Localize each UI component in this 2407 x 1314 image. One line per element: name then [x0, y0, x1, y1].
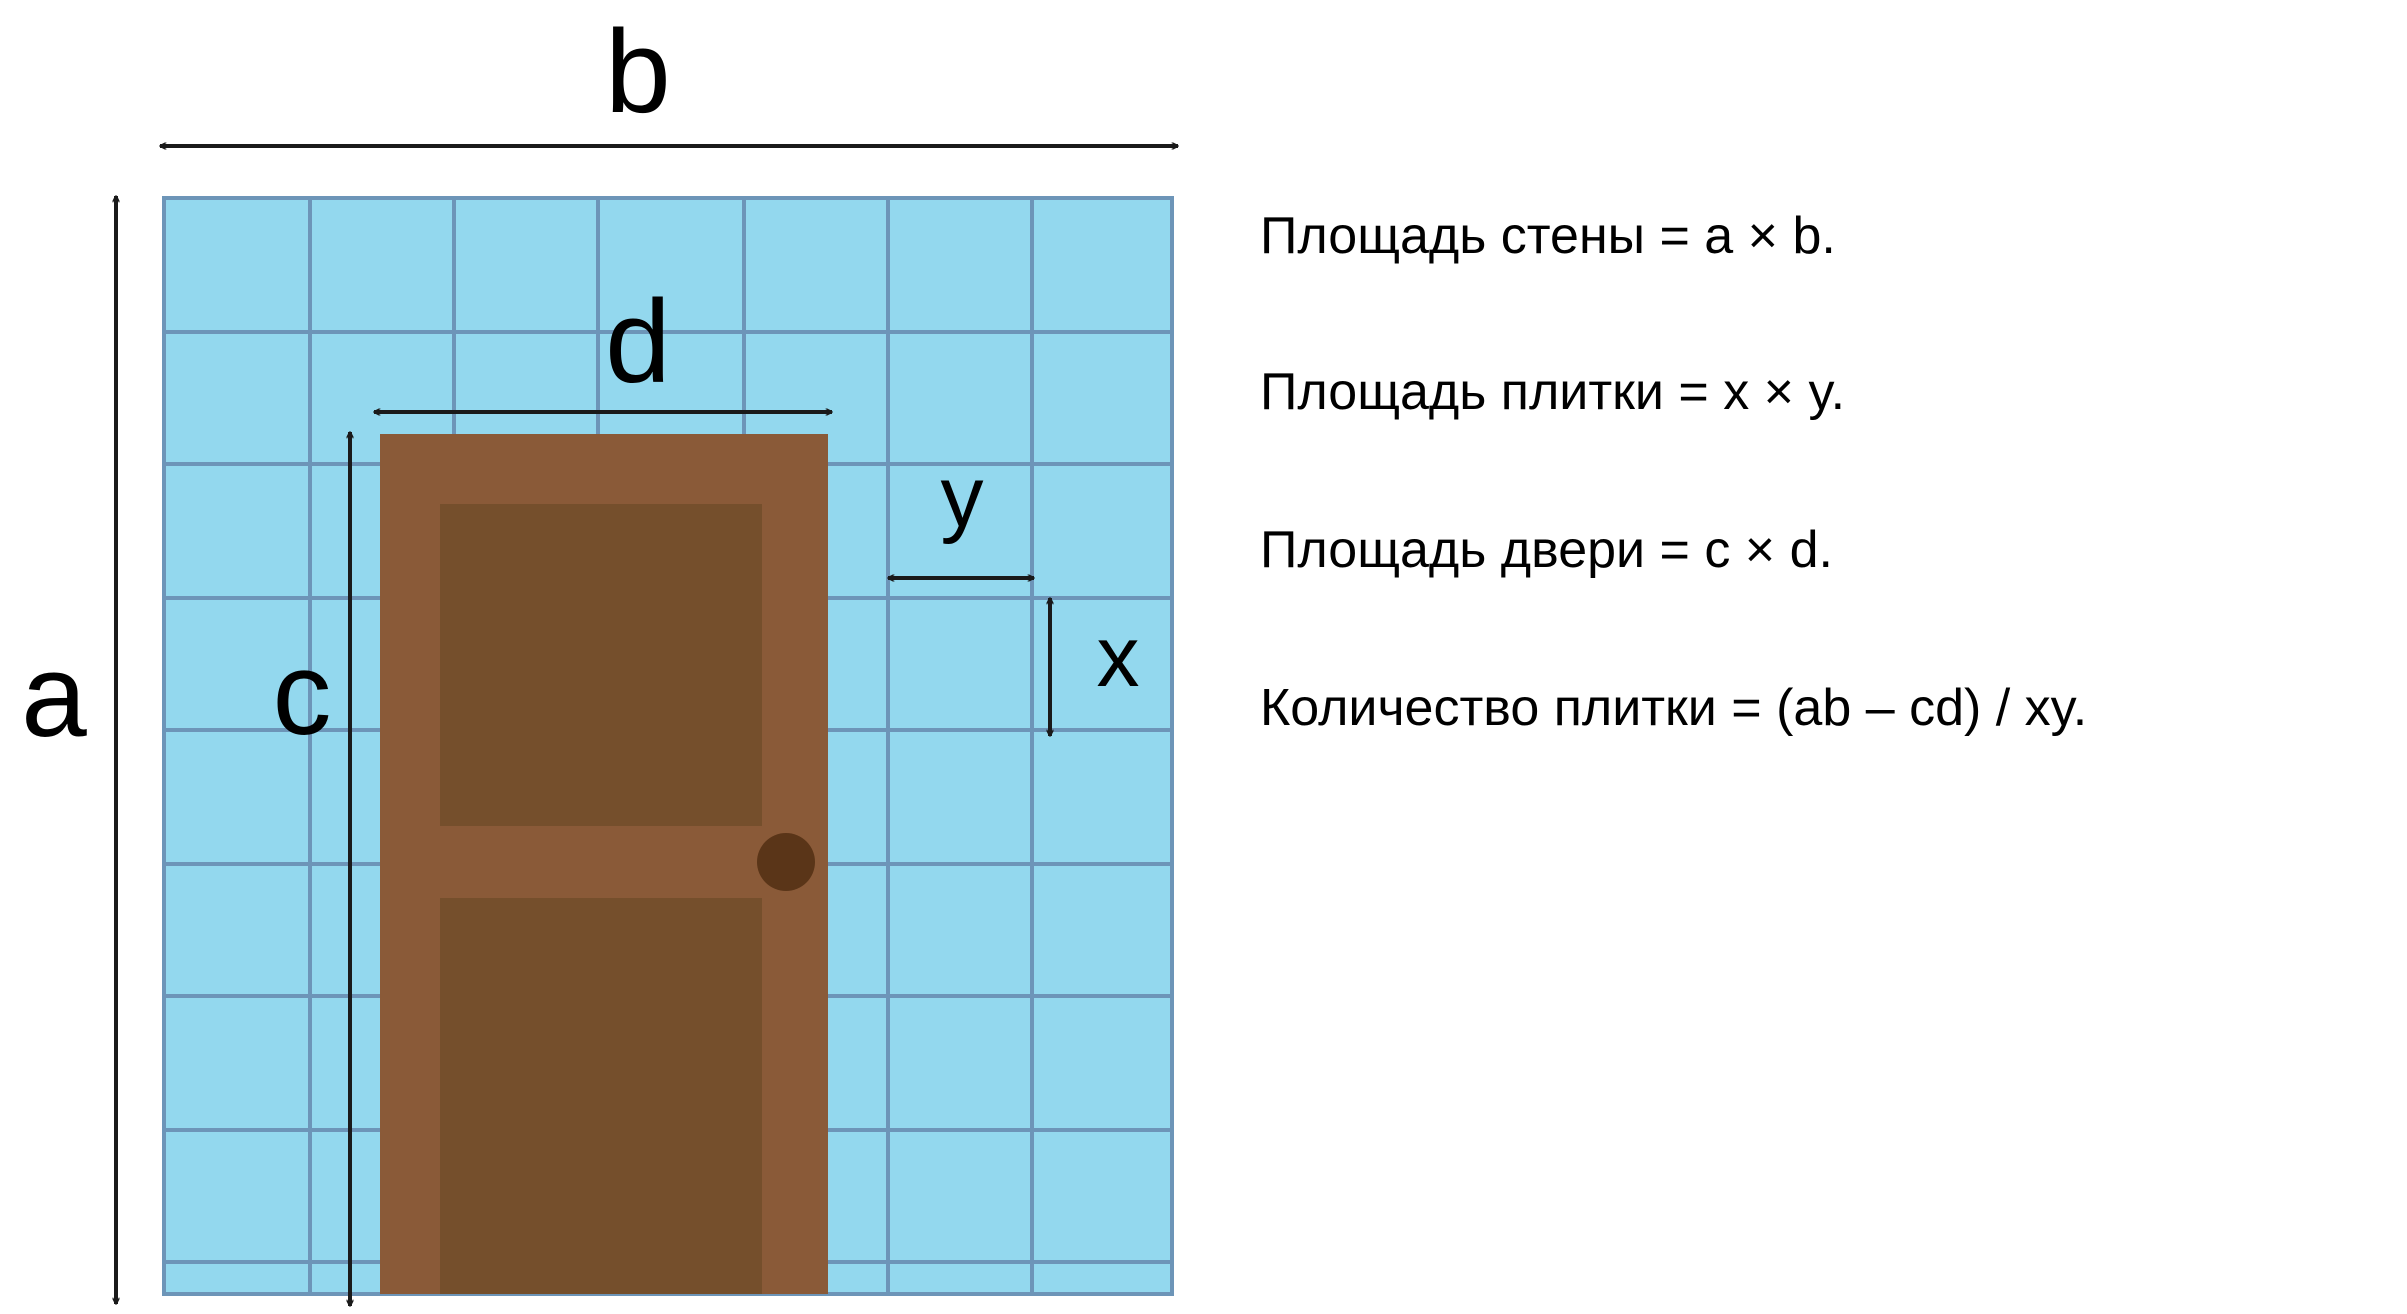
- door-upper-panel: [440, 504, 762, 826]
- label-x: x: [1097, 609, 1140, 705]
- door-knob: [757, 833, 815, 891]
- formula-door-area: Площадь двери = c × d.: [1260, 521, 1833, 579]
- label-c: c: [273, 628, 332, 760]
- label-b: b: [605, 6, 671, 138]
- door: [380, 434, 828, 1294]
- door-lower-panel: [440, 898, 762, 1294]
- formula-tile-area: Площадь плитки = x × y.: [1260, 363, 1846, 421]
- formula-tile-count: Количество плитки = (ab – cd) / xy.: [1260, 679, 2088, 737]
- label-y: y: [941, 449, 984, 545]
- label-d: d: [605, 276, 671, 408]
- formula-wall-area: Площадь стены = a × b.: [1260, 207, 1836, 265]
- dimension-arrows: [116, 146, 1178, 1306]
- label-a: a: [21, 630, 87, 762]
